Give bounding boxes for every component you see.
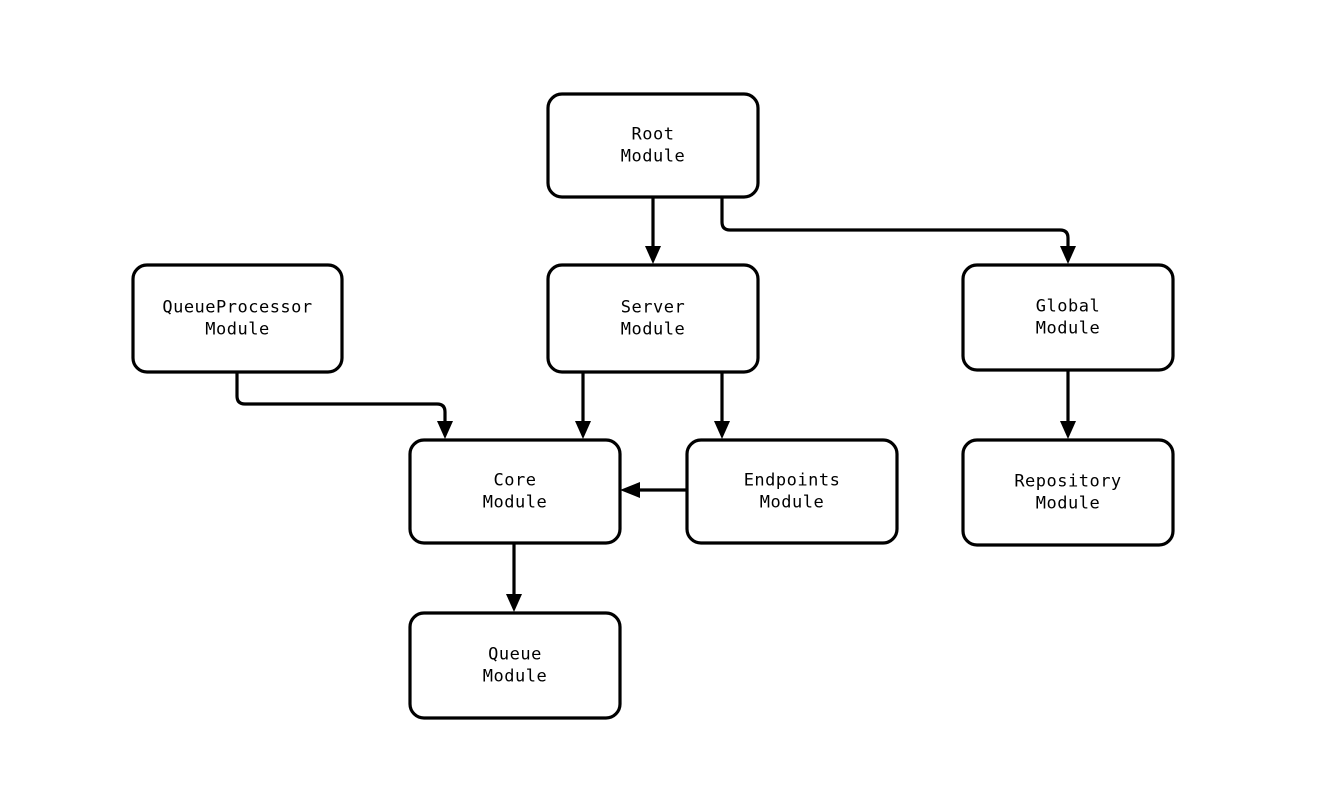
node-label-line2: Module — [621, 320, 685, 340]
arrowhead-icon — [575, 421, 591, 439]
edge-queueprocessor-to-core — [235, 372, 453, 439]
node-label-line1: Queue — [488, 645, 542, 665]
node-label-line2: Module — [1036, 319, 1100, 339]
edge-core-to-queue — [506, 543, 522, 612]
node-box[interactable] — [546, 92, 760, 199]
arrowhead-icon — [1060, 421, 1076, 439]
edge-root-to-server — [645, 197, 661, 264]
node-label-line1: Core — [494, 471, 537, 491]
arrowhead-icon — [506, 594, 522, 612]
node-box[interactable] — [408, 438, 622, 545]
arrowhead-icon — [645, 246, 661, 264]
edge-line — [720, 197, 1070, 252]
node-label-line2: Module — [621, 147, 685, 167]
node-label-line2: Module — [760, 493, 824, 513]
edge-root-to-global — [720, 197, 1076, 264]
edge-server-to-endpoints — [714, 372, 730, 439]
node-label-line2: Module — [1036, 494, 1100, 514]
node-box[interactable] — [685, 438, 899, 545]
node-label-line1: Global — [1036, 297, 1100, 317]
arrowhead-icon — [620, 482, 640, 498]
node-box[interactable] — [408, 611, 622, 720]
node-box[interactable] — [546, 263, 760, 374]
edge-server-to-core — [575, 372, 591, 439]
node-label-line1: QueueProcessor — [162, 298, 312, 318]
arrowhead-icon — [437, 421, 453, 439]
edge-line — [235, 372, 447, 427]
edge-global-to-repository — [1060, 370, 1076, 439]
node-label-line1: Server — [621, 298, 685, 318]
edge-endpoints-to-core — [620, 482, 687, 498]
edges-layer — [235, 197, 1076, 612]
node-label-line1: Endpoints — [744, 471, 841, 491]
node-label-line2: Module — [205, 320, 269, 340]
node-label-line2: Module — [483, 493, 547, 513]
node-box[interactable] — [131, 263, 344, 374]
node-label-line1: Root — [632, 125, 675, 145]
node-label-line2: Module — [483, 667, 547, 687]
node-box[interactable] — [961, 263, 1175, 372]
node-label-line1: Repository — [1014, 472, 1121, 492]
arrowhead-icon — [1060, 246, 1076, 264]
node-box[interactable] — [961, 438, 1175, 547]
arrowhead-icon — [714, 421, 730, 439]
